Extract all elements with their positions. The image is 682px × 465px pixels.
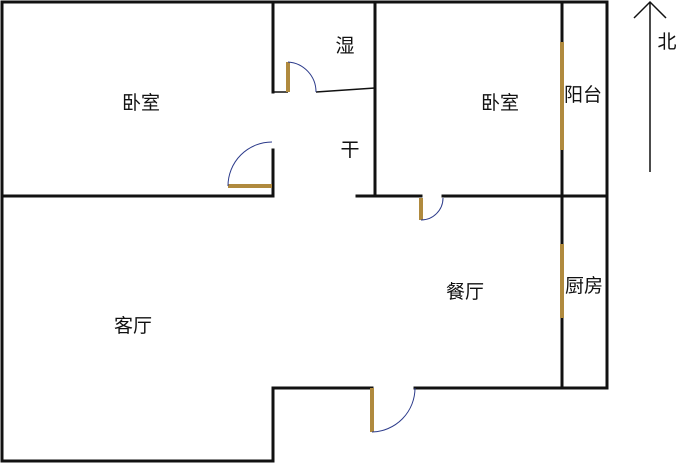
label-bedroom-right: 卧室 [481, 92, 519, 114]
compass-label: 北 [657, 31, 676, 53]
doors [227, 42, 564, 433]
exterior-wall-bottom [0, 0, 374, 463]
door-swing-entrance [371, 387, 416, 433]
label-kitchen: 厨房 [565, 275, 603, 297]
door-swing-wet-bath [287, 61, 317, 93]
door-swing-bedroom-left [227, 141, 273, 187]
wall-wet-dry-divider-2 [315, 87, 376, 93]
label-balcony: 阳台 [564, 84, 602, 106]
walls [0, 0, 609, 463]
label-dining: 餐厅 [446, 281, 484, 303]
label-wet-area: 湿 [335, 35, 354, 57]
label-living: 客厅 [114, 315, 152, 337]
door-swing-bedroom-right [420, 197, 444, 221]
label-dry-area: 干 [340, 139, 359, 161]
label-bedroom-left: 卧室 [122, 92, 160, 114]
north-arrow-icon [633, 0, 667, 172]
